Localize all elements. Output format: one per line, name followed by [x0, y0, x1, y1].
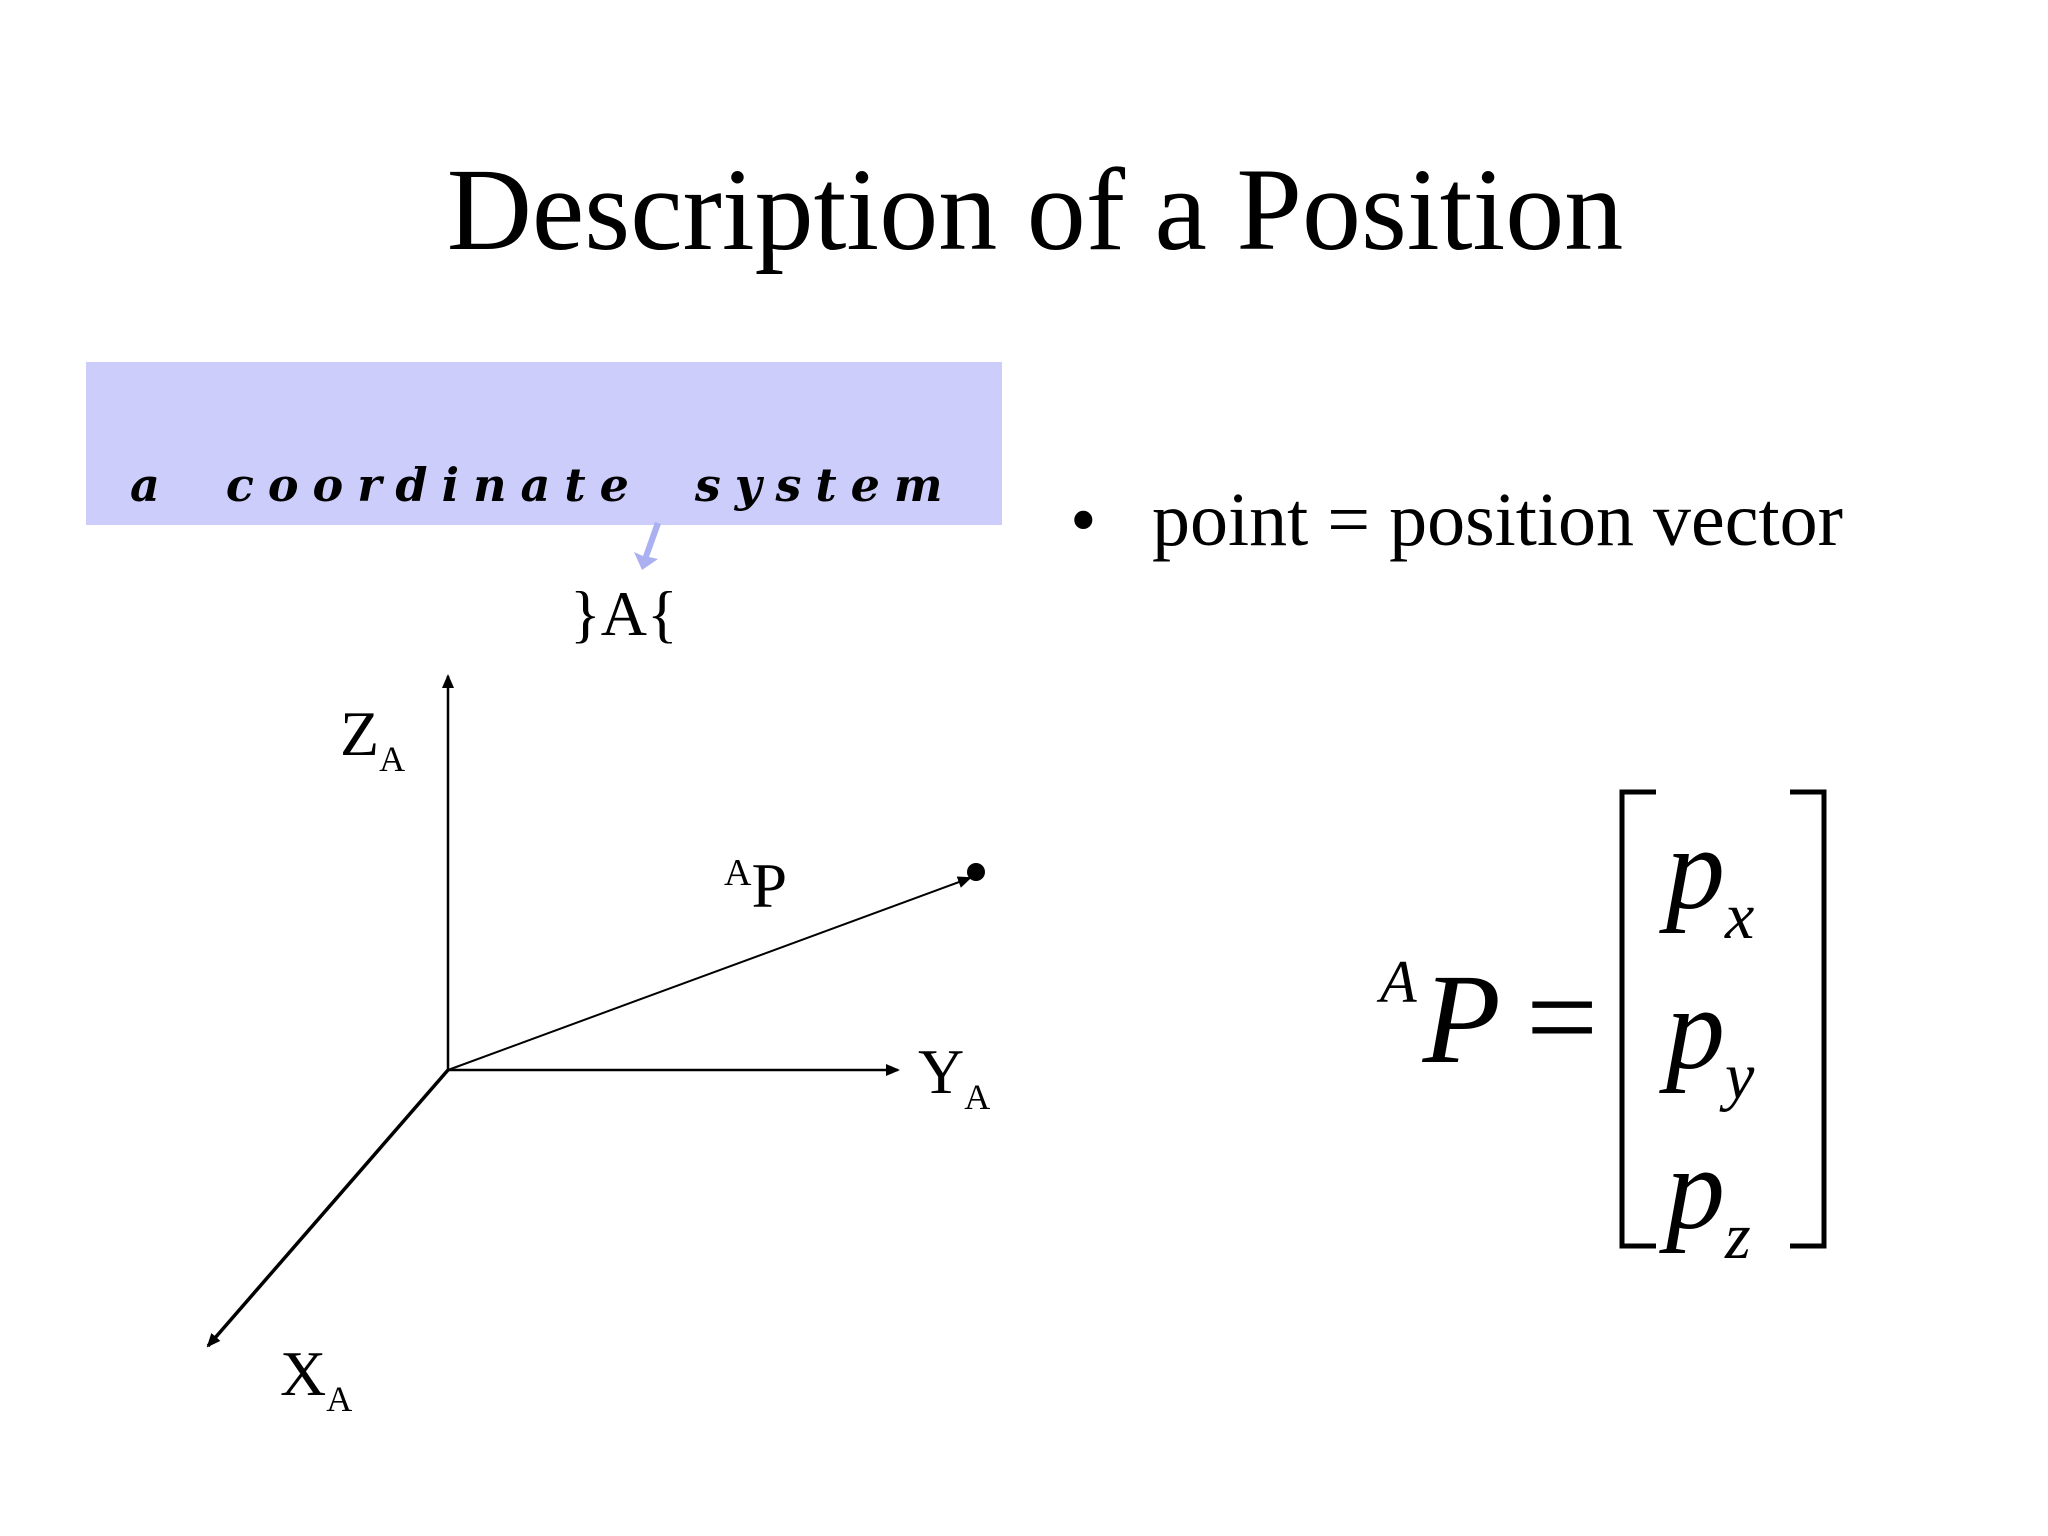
z-axis-subscript: A [379, 739, 406, 779]
equation-equals-sign: = [1526, 946, 1599, 1088]
matrix-entry-letter: p [1666, 963, 1725, 1094]
matrix-right-bracket [1790, 789, 1827, 1249]
matrix-entry-x: px [1666, 803, 1755, 954]
bullet-marker: • [1070, 478, 1097, 562]
x-axis-label: XA [280, 1336, 352, 1421]
x-axis-subscript: A [326, 1379, 353, 1419]
callout-pointer-arrow [634, 522, 661, 570]
equation-lhs-superscript: A [1380, 949, 1417, 1015]
x-axis-letter: X [280, 1338, 327, 1409]
callout-text: a coordinate system [130, 458, 957, 512]
matrix-entry-subscript: x [1725, 880, 1755, 953]
bullet-item: • point = position vector [1070, 475, 1843, 565]
position-vector-line [447, 876, 972, 1071]
frame-label: }A{ [570, 578, 678, 649]
z-axis-letter: Z [340, 698, 380, 769]
callout-box [86, 362, 1002, 525]
y-axis-subscript: A [964, 1077, 991, 1117]
slide-title: Description of a Position [446, 144, 1624, 275]
x-axis-line [206, 1068, 450, 1348]
position-vector-label: AP [724, 848, 787, 933]
position-vector-letter: P [751, 850, 788, 921]
matrix-left-bracket [1619, 789, 1656, 1249]
equation-lhs: AP [1380, 944, 1501, 1117]
matrix-entry-z: pz [1666, 1123, 1751, 1274]
point-dot [967, 863, 985, 881]
position-vector-superscript: A [724, 852, 752, 894]
matrix-entry-letter: p [1666, 803, 1725, 934]
matrix-entry-subscript: z [1725, 1200, 1751, 1273]
position-vector-equation: AP = px py pz [1380, 786, 1840, 1274]
y-axis-label: YA [918, 1034, 990, 1119]
matrix-entry-y: py [1666, 963, 1755, 1114]
matrix-entry-letter: p [1666, 1123, 1725, 1254]
equation-lhs-letter: P [1422, 948, 1501, 1090]
z-axis-label: ZA [340, 696, 405, 781]
matrix-entry-subscript: y [1725, 1040, 1755, 1113]
bullet-text: point = position vector [1152, 478, 1843, 562]
y-axis-letter: Y [918, 1036, 965, 1107]
